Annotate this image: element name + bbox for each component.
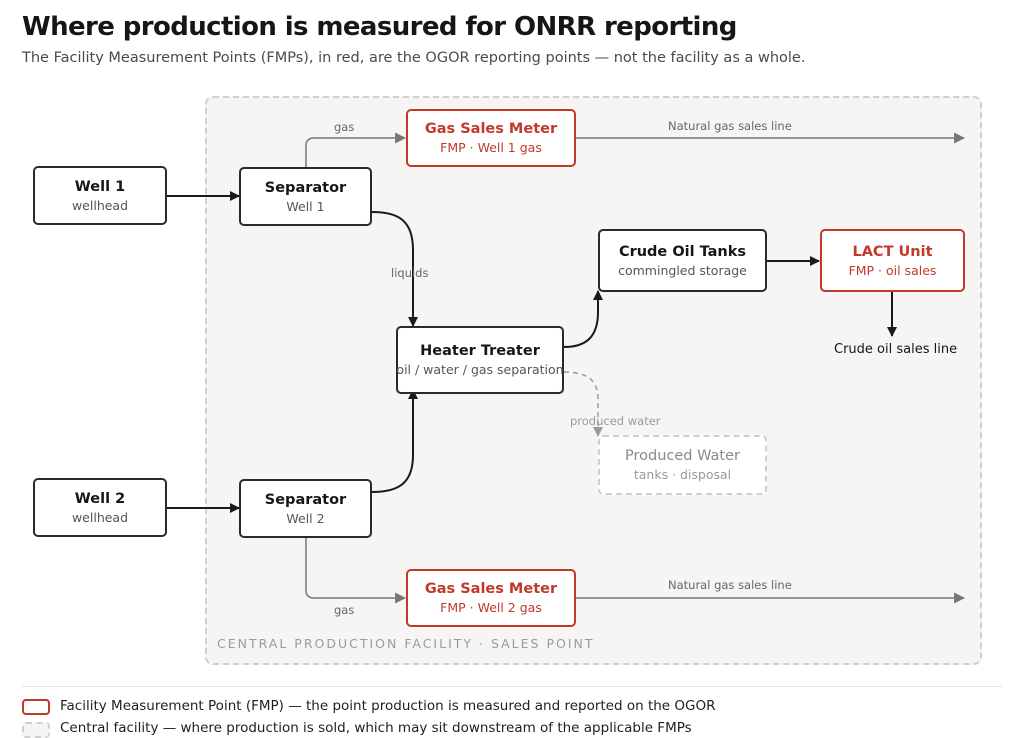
lact-unit-node: LACT Unit FMP · oil sales (820, 229, 965, 292)
separator-1-title: Separator (264, 179, 347, 196)
gas-label-top: gas (334, 120, 355, 134)
crude-oil-sales-line-label: Crude oil sales line (834, 342, 958, 357)
edge-separator2-heater (371, 389, 418, 493)
liquids-label: liquids (391, 266, 429, 280)
legend-facility-text: Central facility — where production is s… (60, 720, 692, 736)
crude-oil-tanks-subtitle: commingled storage (618, 262, 747, 278)
crude-oil-tanks-node: Crude Oil Tanks commingled storage (598, 229, 767, 292)
heater-treater-node: Heater Treater oil / water / gas separat… (396, 326, 564, 394)
well-2-title: Well 2 (74, 490, 126, 507)
legend-fmp-swatch (22, 699, 50, 715)
gas-sales-meter-1-node: Gas Sales Meter FMP · Well 1 gas (406, 109, 576, 167)
facility-label: CENTRAL PRODUCTION FACILITY · SALES POIN… (217, 636, 595, 651)
gas-sales-meter-2-title: Gas Sales Meter (424, 581, 558, 597)
edge-separator1-heater (371, 211, 418, 327)
separator-2-title: Separator (264, 491, 347, 508)
gas-sales-meter-1-title: Gas Sales Meter (424, 121, 558, 137)
well-2-node: Well 2 wellhead (33, 478, 167, 537)
heater-treater-subtitle: oil / water / gas separation (396, 362, 564, 377)
edge-heater-water (563, 371, 603, 437)
produced-water-title: Produced Water (625, 448, 740, 464)
page-subtitle: The Facility Measurement Points (FMPs), … (22, 50, 806, 66)
produced-water-label: produced water (570, 414, 661, 428)
edge-separator2-gas2 (305, 538, 407, 604)
gas-sales-meter-1-subtitle: FMP · Well 1 gas (440, 140, 542, 155)
gas-sales-meter-2-subtitle: FMP · Well 2 gas (440, 600, 542, 615)
heater-treater-title: Heater Treater (420, 343, 540, 359)
separator-2-subtitle: Well 2 (286, 510, 325, 526)
gas-sales-meter-2-node: Gas Sales Meter FMP · Well 2 gas (406, 569, 576, 627)
separator-1-node: Separator Well 1 (239, 167, 372, 226)
lact-unit-subtitle: FMP · oil sales (848, 262, 937, 278)
well-1-node: Well 1 wellhead (33, 166, 167, 225)
legend-facility-swatch (22, 722, 50, 738)
separator-1-subtitle: Well 1 (286, 198, 325, 214)
edge-heater-tanks (563, 290, 603, 348)
produced-water-node: Produced Water tanks · disposal (598, 435, 767, 495)
lact-unit-title: LACT Unit (852, 243, 933, 260)
legend-divider (22, 686, 1002, 687)
edge-separator1-gas1 (305, 132, 407, 167)
legend-fmp-text: Facility Measurement Point (FMP) — the p… (60, 698, 716, 714)
produced-water-subtitle: tanks · disposal (633, 467, 732, 482)
page-title: Where production is measured for ONRR re… (22, 12, 737, 42)
well-2-subtitle: wellhead (71, 509, 129, 525)
well-1-title: Well 1 (74, 178, 126, 195)
gas-sales-line-label-top: Natural gas sales line (668, 119, 792, 133)
separator-2-node: Separator Well 2 (239, 479, 372, 538)
well-1-subtitle: wellhead (71, 197, 129, 213)
gas-label-bottom: gas (334, 603, 355, 617)
crude-oil-tanks-title: Crude Oil Tanks (618, 243, 747, 260)
gas-sales-line-label-bottom: Natural gas sales line (668, 578, 792, 592)
